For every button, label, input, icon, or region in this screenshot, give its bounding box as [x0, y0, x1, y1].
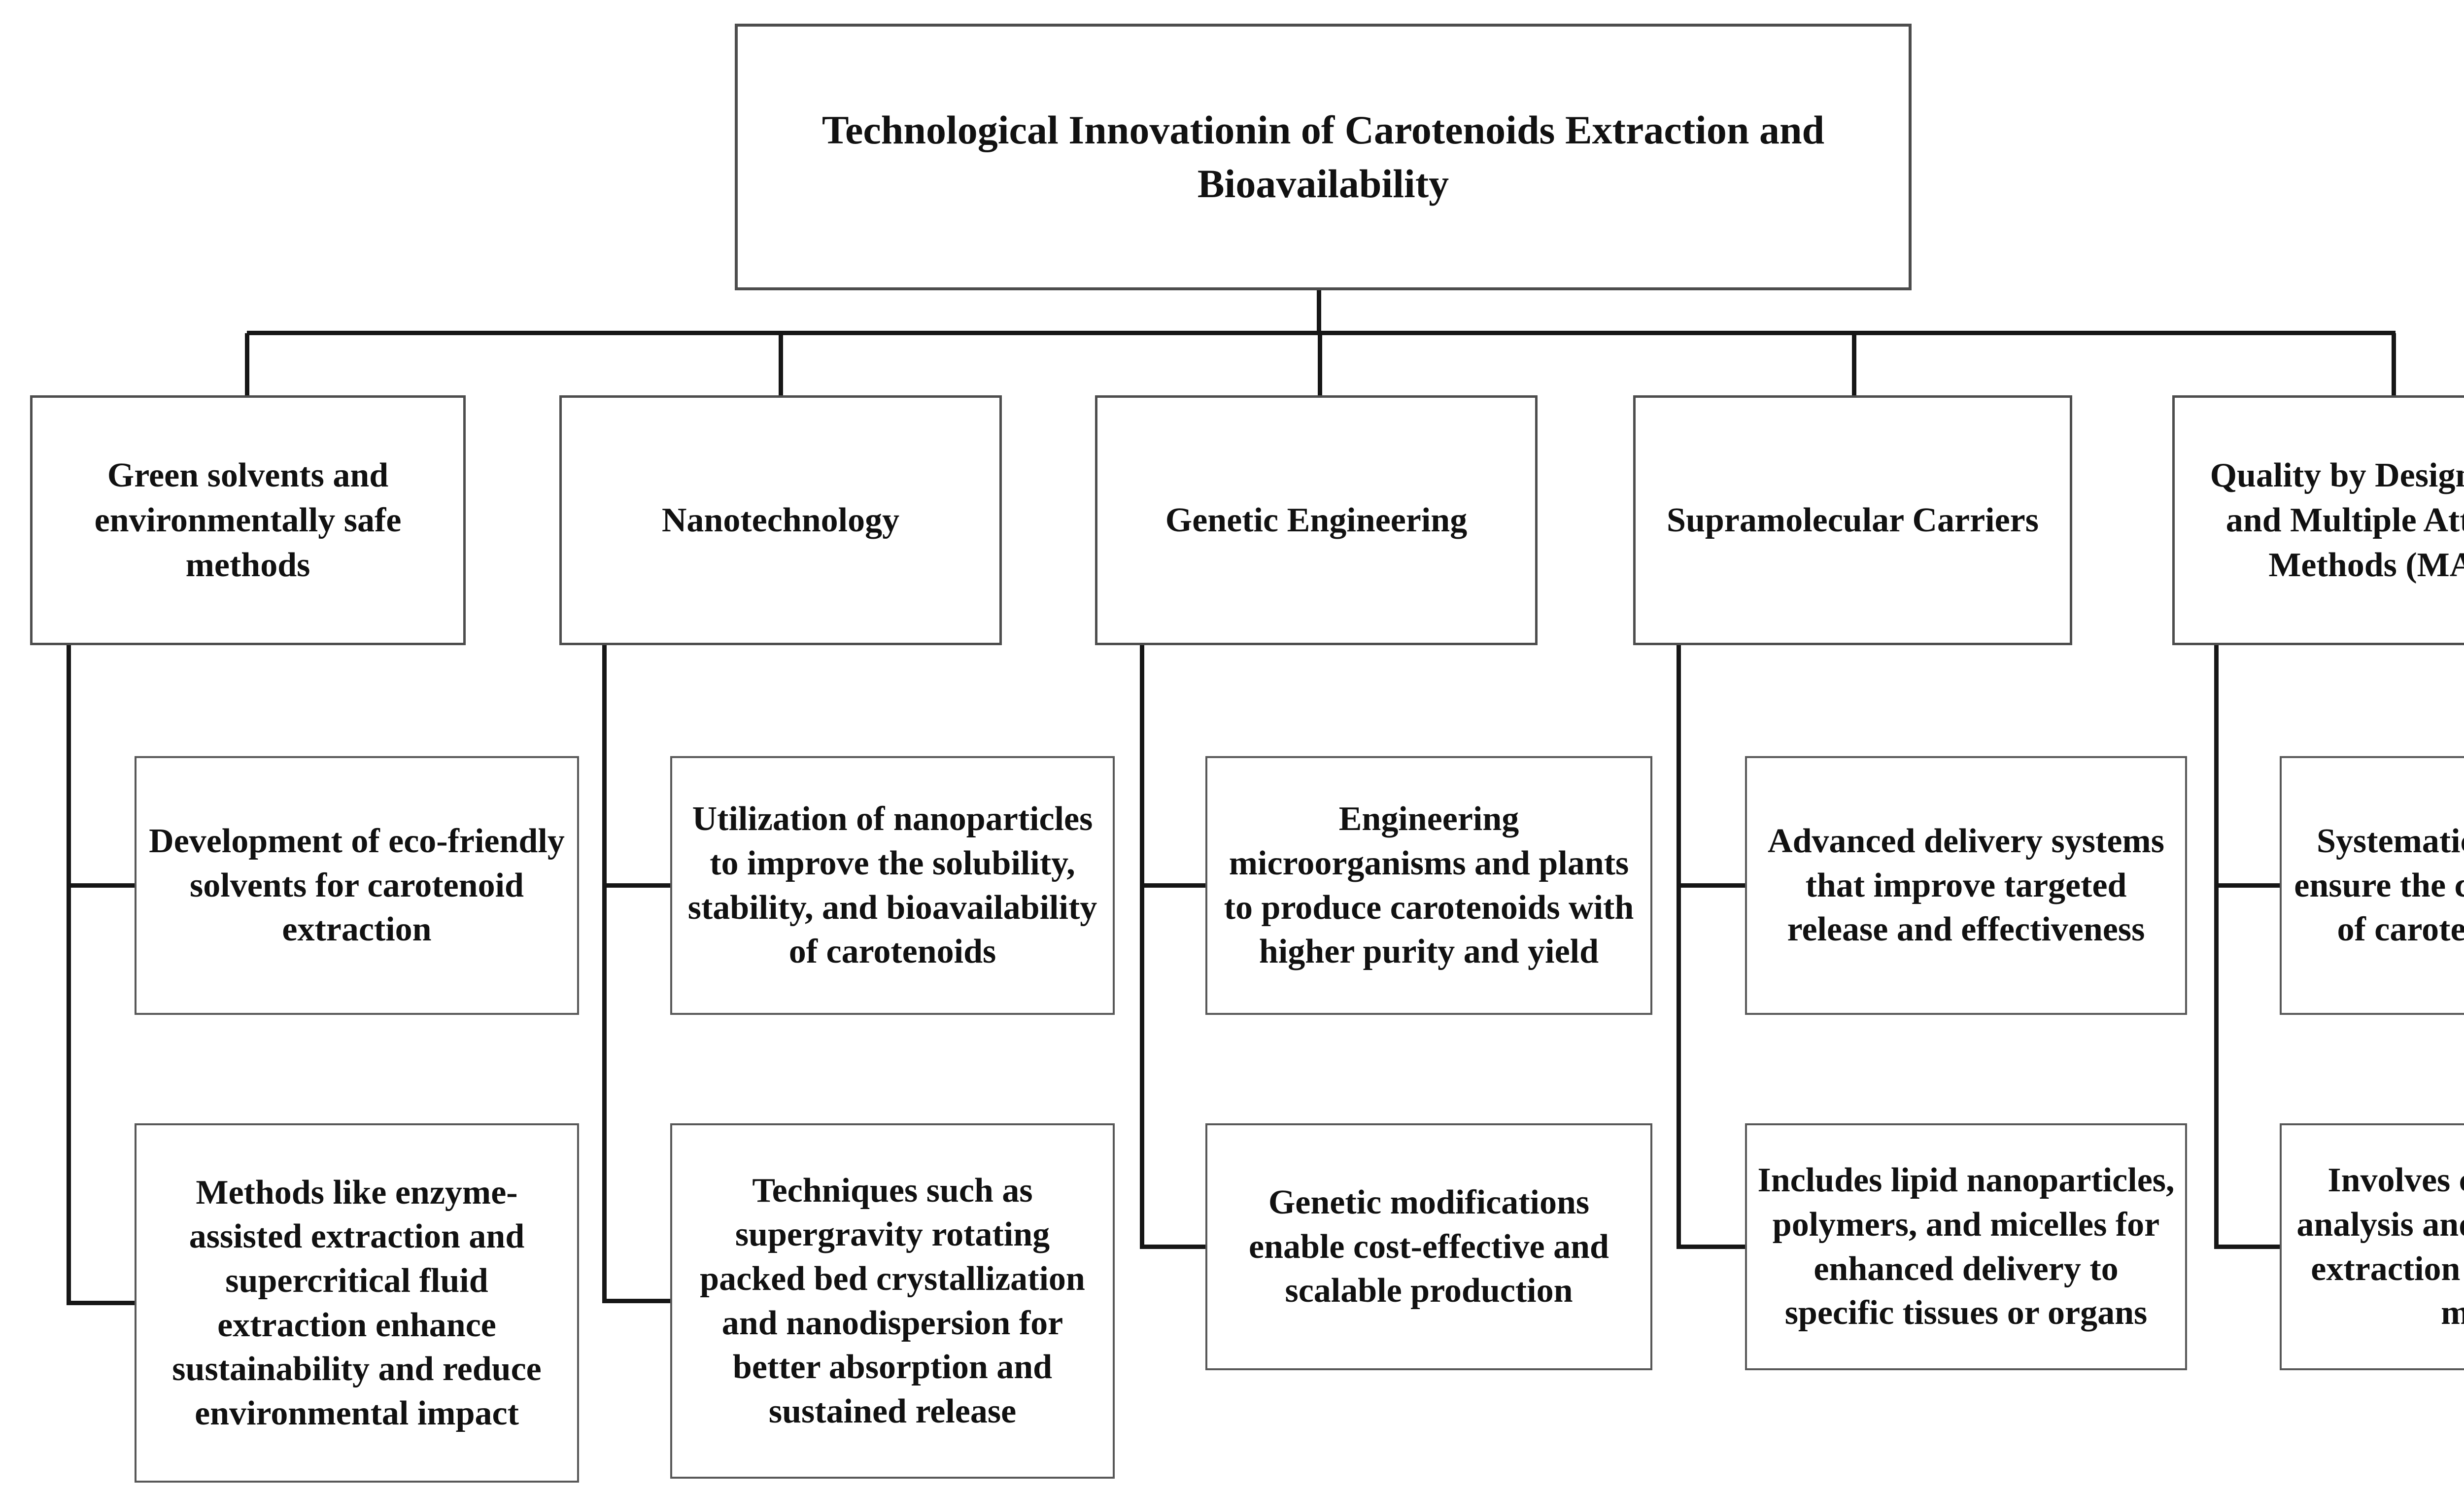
connector-col4-drop — [1677, 645, 1681, 1249]
subtopic-box: Development of eco-friendly solvents for… — [135, 756, 579, 1015]
subtopic-text: Advanced delivery systems that improve t… — [1768, 822, 2164, 949]
category-label: Quality by Design (QbD) and Multiple Att… — [2210, 456, 2464, 584]
subtopic-box: Techniques such as supergravity rotating… — [670, 1123, 1115, 1479]
subtopic-box: Systematic approaches to ensure the cons… — [2280, 756, 2464, 1015]
connector-col3-branch1 — [1140, 883, 1205, 888]
subtopic-text: Methods like enzyme-assisted extraction … — [172, 1173, 542, 1432]
subtopic-text: Systematic approaches to ensure the cons… — [2294, 822, 2464, 949]
connector-cat1-stem — [245, 333, 249, 395]
connector-col2-branch2 — [602, 1299, 670, 1303]
category-box-genetic-engineering: Genetic Engineering — [1095, 395, 1538, 645]
diagram-title: Technological Innovationin of Carotenoid… — [821, 107, 1825, 206]
connector-col5-branch2 — [2214, 1245, 2280, 1249]
connector-cat4-stem — [1852, 333, 1856, 395]
subtopic-box: Genetic modifications enable cost-effect… — [1205, 1123, 1652, 1370]
root-node-box: Technological Innovationin of Carotenoid… — [735, 24, 1912, 290]
category-box-nanotechnology: Nanotechnology — [559, 395, 1002, 645]
connector-col2-branch1 — [602, 883, 670, 888]
subtopic-box: Advanced delivery systems that improve t… — [1745, 756, 2187, 1015]
category-label: Green solvents and environmentally safe … — [94, 456, 402, 584]
connector-rail — [247, 331, 2396, 335]
subtopic-text: Techniques such as supergravity rotating… — [700, 1171, 1085, 1430]
connector-col3-branch2 — [1140, 1245, 1205, 1249]
connector-col1-branch1 — [67, 883, 135, 888]
subtopic-text: Development of eco-friendly solvents for… — [149, 822, 565, 949]
subtopic-text: Includes lipid nanoparticles, polymers, … — [1757, 1161, 2175, 1332]
subtopic-box: Engineering microorganisms and plants to… — [1205, 756, 1652, 1015]
connector-col1-drop — [67, 645, 71, 1305]
connector-cat3-stem — [1318, 333, 1322, 395]
connector-col2-drop — [602, 645, 607, 1303]
connector-col5-drop — [2214, 645, 2219, 1249]
subtopic-box: Methods like enzyme-assisted extraction … — [135, 1123, 579, 1483]
connector-col3-drop — [1140, 645, 1144, 1249]
category-box-supramolecular-carriers: Supramolecular Carriers — [1633, 395, 2072, 645]
connector-cat5-stem — [2392, 333, 2396, 395]
subtopic-box: Includes lipid nanoparticles, polymers, … — [1745, 1123, 2187, 1370]
subtopic-text: Utilization of nanoparticles to improve … — [687, 800, 1097, 971]
subtopic-box: Involves comprehensive analysis and opti… — [2280, 1123, 2464, 1370]
subtopic-text: Involves comprehensive analysis and opti… — [2296, 1161, 2464, 1332]
connector-col1-branch2 — [67, 1301, 135, 1305]
connector-title-stem — [1317, 290, 1321, 335]
category-label: Nanotechnology — [661, 501, 900, 539]
category-label: Genetic Engineering — [1165, 501, 1468, 539]
connector-cat2-stem — [779, 333, 783, 395]
subtopic-text: Engineering microorganisms and plants to… — [1224, 800, 1634, 971]
category-box-qbd-mam: Quality by Design (QbD) and Multiple Att… — [2172, 395, 2464, 645]
connector-col4-branch1 — [1677, 883, 1745, 888]
connector-col5-branch1 — [2214, 883, 2280, 888]
connector-col4-branch2 — [1677, 1245, 1745, 1249]
category-label: Supramolecular Carriers — [1667, 501, 2039, 539]
subtopic-box: Utilization of nanoparticles to improve … — [670, 756, 1115, 1015]
subtopic-text: Genetic modifications enable cost-effect… — [1249, 1183, 1609, 1310]
category-box-green-solvents: Green solvents and environmentally safe … — [30, 395, 466, 645]
